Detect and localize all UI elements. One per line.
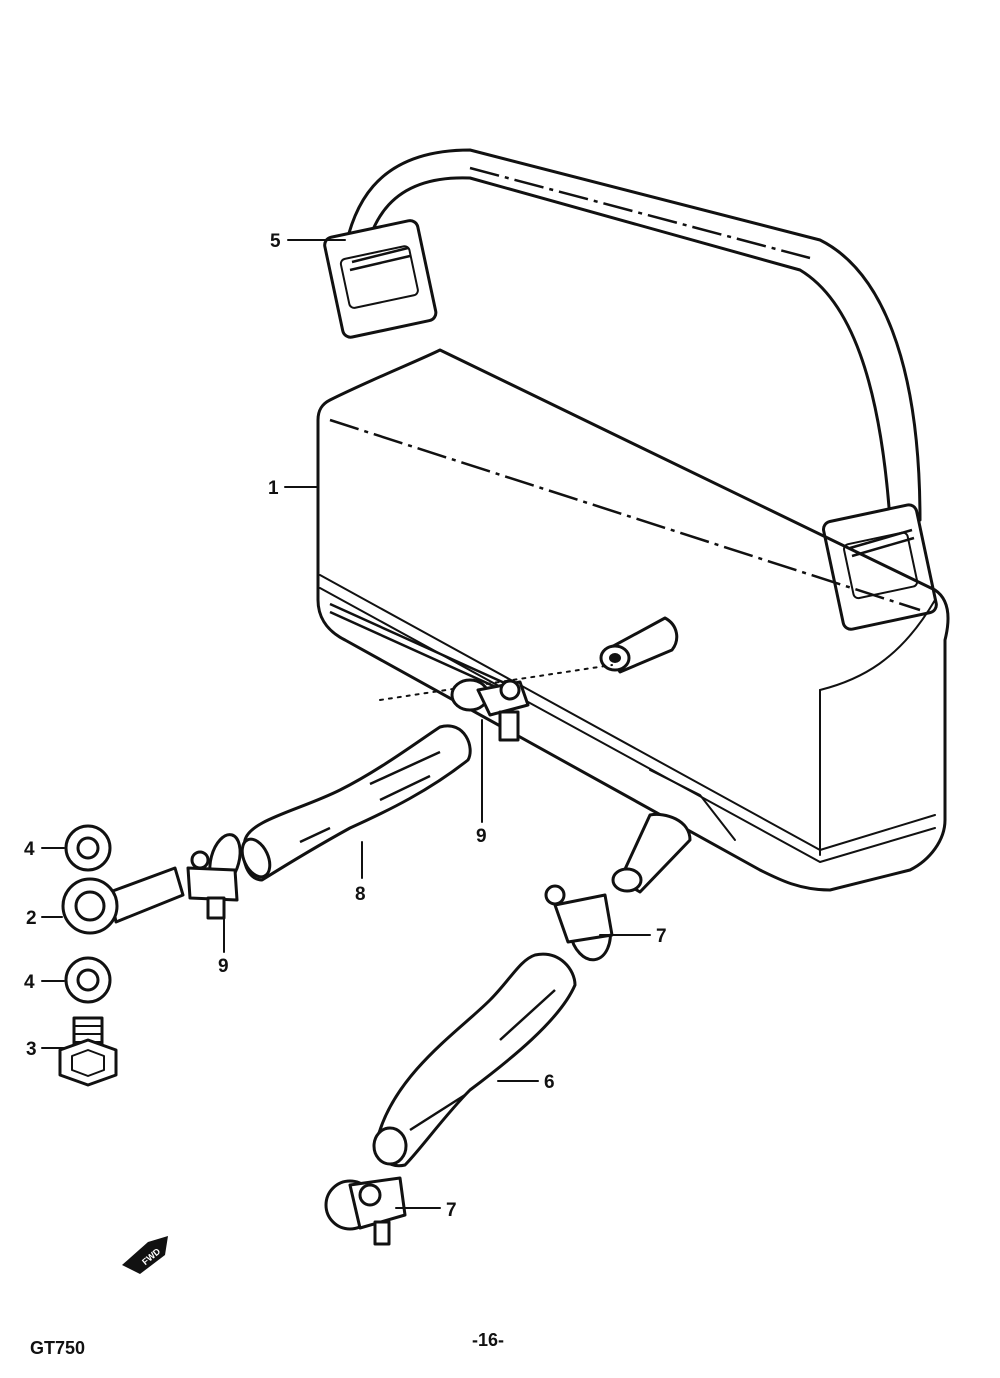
callout-2: 2 [26,908,37,929]
callout-5: 5 [270,231,281,252]
hose-8-part [240,724,472,882]
page-number: -16- [472,1330,505,1350]
callout-9-right: 9 [476,826,487,847]
model-label: GT750 [30,1338,86,1358]
callout-1: 1 [268,478,279,499]
oil-tank-part [316,348,950,894]
washer-4-upper [64,824,112,872]
clamp-9-left [186,833,242,920]
callouts: 5 1 4 2 4 3 8 9 9 7 6 7 [24,231,667,1221]
hose-6-part [372,952,577,1168]
banjo-union-part [61,866,185,935]
clamp-7-lower [324,1176,407,1246]
washer-4-lower [64,956,112,1004]
leader-lines [41,239,651,1209]
callout-9-left: 9 [218,956,229,977]
callout-6: 6 [544,1072,555,1093]
callout-7-upper: 7 [656,926,667,947]
callout-3: 3 [26,1039,37,1060]
clamp-7-upper [544,884,614,962]
callout-4-upper: 4 [24,839,35,860]
callout-8: 8 [355,884,366,905]
clamp-9-right [450,678,530,742]
strap-part [323,148,938,631]
forward-arrow-icon: FWD [122,1236,168,1274]
callout-7-lower: 7 [446,1200,457,1221]
callout-4-lower: 4 [24,972,35,993]
union-bolt-part [58,1016,118,1087]
